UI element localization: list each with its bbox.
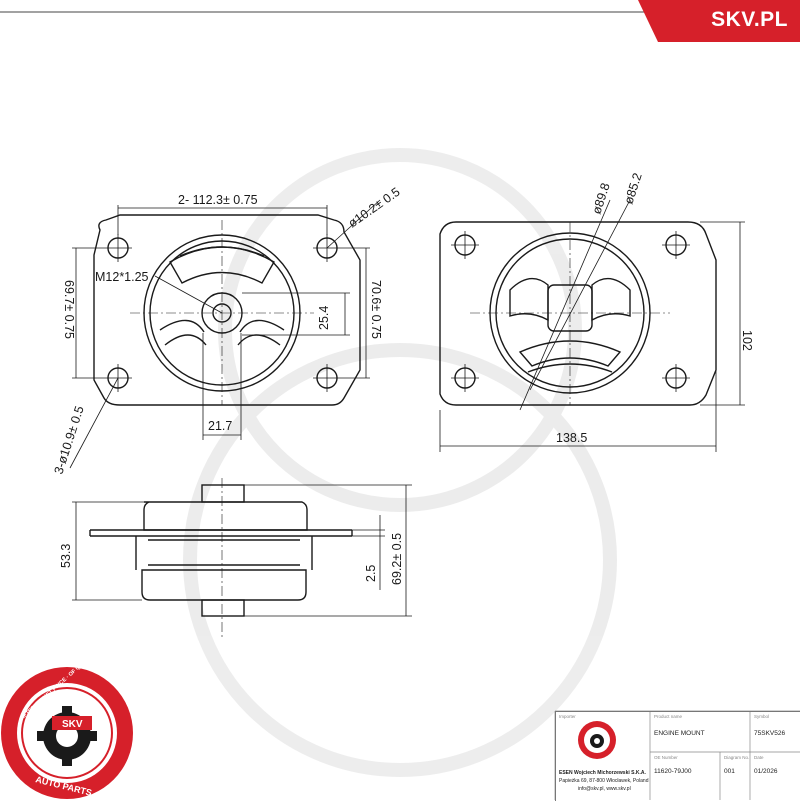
- dims-top-right: [439, 199, 745, 452]
- bottom-view-right: [439, 221, 717, 406]
- top-view-left: [93, 214, 361, 406]
- importer-web: info@skv.pl, www.skv.pl: [578, 786, 631, 792]
- product-name: ENGINE MOUNT: [654, 730, 705, 737]
- dim-dia-outer: ø89.8: [590, 181, 613, 216]
- title-block-logo: [578, 721, 616, 759]
- dim-thread: M12*1.25: [95, 270, 149, 284]
- brand-banner-label: SKV.PL: [635, 0, 800, 42]
- oe-label: OE Number: [654, 755, 678, 760]
- symbol-value: 75SKV526: [754, 730, 786, 737]
- dim-height-left: 69.7± 0.75: [62, 280, 76, 339]
- title-block: Importer ESEN Wojciech Michorzewski S.K.…: [555, 711, 800, 801]
- dim-hole-spacing: 2- 112.3± 0.75: [178, 193, 258, 207]
- dims-side: [72, 484, 412, 617]
- diagram-label: Diagram No.: [724, 755, 750, 760]
- importer-address: Papieżka 69, 87-800 Włocławek, Poland: [559, 778, 649, 784]
- dim-side-h-right: 69.2± 0.5: [390, 533, 404, 585]
- side-view: [89, 478, 353, 640]
- dim-dia-inner: ø85.2: [622, 171, 645, 206]
- dim-hole-dia-top: ø10.2± 0.5: [346, 185, 403, 231]
- importer-name: ESEN Wojciech Michorzewski S.K.A.: [559, 770, 646, 776]
- dim-plate-h: 102: [740, 330, 754, 351]
- dim-boss-w: 21.7: [208, 419, 232, 433]
- dim-plate-w: 138.5: [556, 431, 587, 445]
- brand-banner: [638, 0, 800, 42]
- product-label: Product name: [654, 714, 683, 719]
- importer-label: Importer: [559, 714, 576, 719]
- brand-text: SKV.PL: [711, 8, 788, 31]
- dim-holes-3: 3-ø10.9± 0.5: [52, 404, 87, 476]
- symbol-label: Symbol: [754, 714, 770, 719]
- dim-flange-t: 2.5: [364, 565, 378, 582]
- dims-top-left: [69, 199, 381, 469]
- date-label: Date: [754, 755, 764, 760]
- dim-height-right: 70.6± 0.75: [369, 280, 383, 339]
- diagram-value: 001: [724, 768, 735, 775]
- oe-value: 11620-79J00: [654, 768, 692, 775]
- date-value: 01/2026: [754, 768, 778, 775]
- skv-badge: [1, 667, 133, 799]
- gear-watermark: [183, 148, 617, 777]
- badge-center-text: SKV: [62, 719, 83, 730]
- dim-boss-h: 25.4: [317, 306, 331, 330]
- dim-side-h-left: 53.3: [59, 544, 73, 568]
